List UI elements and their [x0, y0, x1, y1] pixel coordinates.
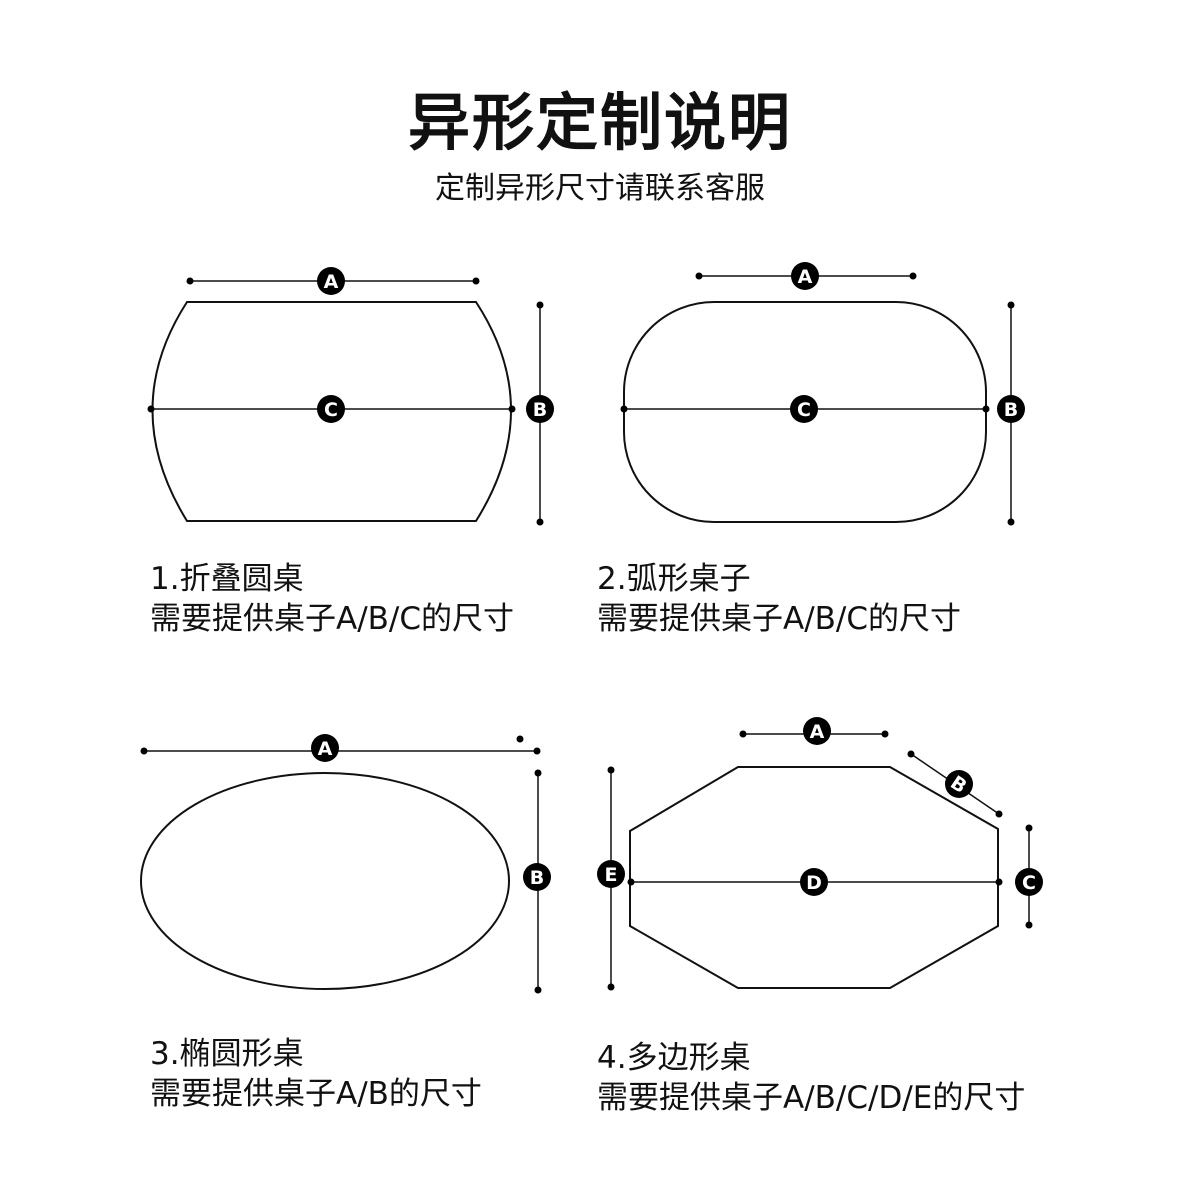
svg-text:B: B: [530, 867, 544, 889]
svg-text:D: D: [806, 872, 822, 894]
table-note: 需要提供桌子A/B/C的尺寸: [597, 601, 962, 637]
folding-table-outline: [151, 301, 512, 522]
svg-text:C: C: [324, 399, 338, 421]
svg-text:E: E: [605, 864, 618, 886]
badge-b: B: [523, 863, 551, 891]
table-note: 需要提供桌子A/B/C的尺寸: [150, 601, 515, 637]
table-heading: 2.弧形桌子: [597, 561, 751, 597]
badge-c: C: [317, 395, 345, 423]
table-heading: 4.多边形桌: [597, 1040, 751, 1076]
svg-text:B: B: [1004, 399, 1018, 421]
table-heading: 3.椭圆形桌: [150, 1036, 304, 1072]
caption-polygon-table: 4.多边形桌 需要提供桌子A/B/C/D/E的尺寸: [597, 1038, 1025, 1118]
table-heading: 1.折叠圆桌: [150, 561, 304, 597]
badge-e: E: [597, 860, 625, 888]
badge-a: A: [803, 717, 831, 745]
badge-c: C: [1015, 868, 1043, 896]
page-title: 异形定制说明: [407, 86, 792, 159]
svg-text:A: A: [798, 266, 813, 288]
arc-table-diagram: A C B: [620, 262, 1025, 526]
oval-table-diagram: A B: [140, 734, 551, 994]
svg-text:B: B: [533, 399, 547, 421]
folding-round-table-diagram: A C B: [147, 267, 554, 526]
badge-a: A: [317, 267, 345, 295]
caption-oval-table: 3.椭圆形桌 需要提供桌子A/B的尺寸: [150, 1034, 482, 1114]
badge-b: B: [997, 395, 1025, 423]
badge-b: B: [945, 770, 973, 798]
svg-text:A: A: [810, 721, 825, 743]
svg-text:A: A: [318, 738, 333, 760]
svg-text:C: C: [1022, 872, 1036, 894]
badge-a: A: [311, 734, 339, 762]
badge-b: B: [526, 395, 554, 423]
badge-d: D: [800, 868, 828, 896]
page-subtitle: 定制异形尺寸请联系客服: [435, 171, 765, 206]
svg-text:A: A: [324, 271, 339, 293]
oval-table-outline: [140, 772, 510, 990]
polygon-table-diagram: A B C D E: [597, 717, 1043, 991]
badge-c: C: [790, 395, 818, 423]
caption-folding-round-table: 1.折叠圆桌 需要提供桌子A/B/C的尺寸: [150, 559, 514, 639]
polygon-table-outline: [629, 766, 999, 989]
caption-arc-table: 2.弧形桌子 需要提供桌子A/B/C的尺寸: [597, 559, 961, 639]
table-note: 需要提供桌子A/B/C/D/E的尺寸: [597, 1080, 1026, 1116]
table-note: 需要提供桌子A/B的尺寸: [150, 1076, 482, 1112]
svg-text:C: C: [797, 399, 811, 421]
badge-a: A: [791, 262, 819, 290]
